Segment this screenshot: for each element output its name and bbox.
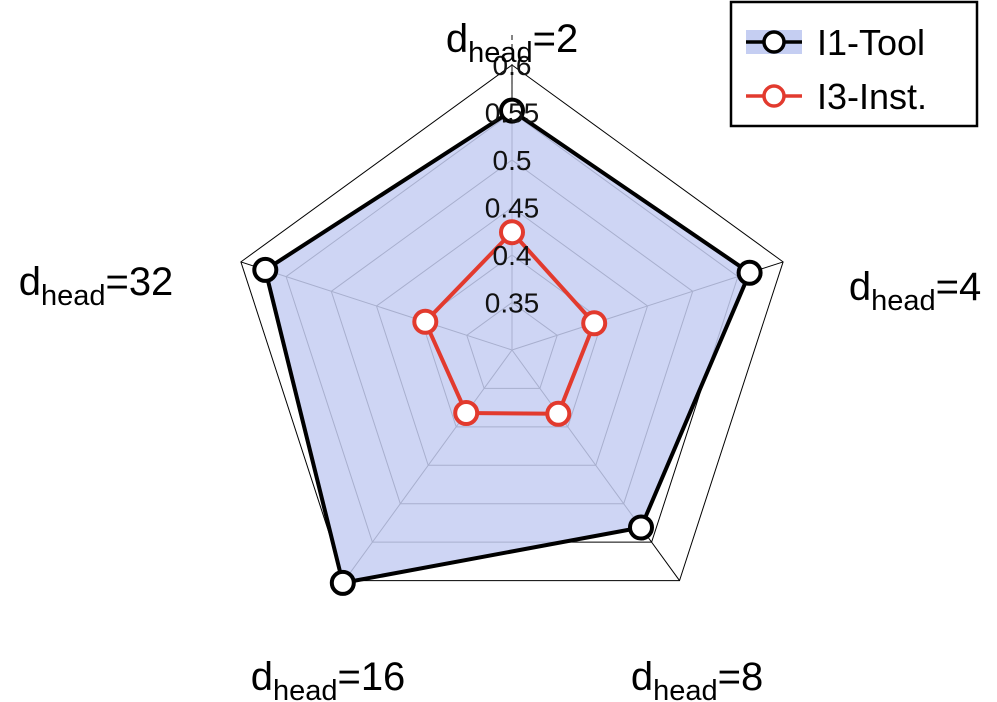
data-point xyxy=(499,219,525,246)
tick-label: 0.35 xyxy=(485,288,540,319)
axis-label: dhead=32 xyxy=(19,260,174,312)
legend-label: I3-Inst. xyxy=(817,76,927,117)
data-point xyxy=(412,308,439,335)
axis-labels: dhead=2 dhead=4 dhead=8 dhead=16 dhead=32 xyxy=(19,17,982,702)
radial-tick-labels: 0.35 0.4 0.45 0.5 0.55 0.6 xyxy=(485,50,540,319)
legend-label: I1-Tool xyxy=(817,22,925,63)
tick-label: 0.5 xyxy=(493,145,532,176)
series-layer xyxy=(252,97,763,596)
series-line xyxy=(423,230,597,416)
series-line xyxy=(263,108,752,585)
legend-marker xyxy=(762,84,786,108)
data-point xyxy=(252,256,279,283)
data-point xyxy=(329,569,356,596)
axis-label: dhead=4 xyxy=(849,265,981,317)
data-point xyxy=(453,400,480,426)
tick-label: 0.6 xyxy=(493,50,532,81)
data-point xyxy=(581,310,608,337)
data-point xyxy=(545,400,572,427)
data-point xyxy=(499,97,525,124)
data-point xyxy=(736,259,763,286)
legend: I1-Tool I3-Inst. xyxy=(729,0,979,128)
axis-label: dhead=16 xyxy=(251,655,406,702)
tick-label: 0.55 xyxy=(485,98,540,129)
series-1 xyxy=(412,219,608,427)
tick-label: 0.4 xyxy=(493,240,532,271)
legend-item-series-0: I1-Tool xyxy=(746,22,925,63)
data-point xyxy=(628,514,654,541)
tick-label: 0.45 xyxy=(485,193,540,224)
grid-ring xyxy=(240,64,784,582)
legend-item-series-1: I3-Inst. xyxy=(746,76,927,117)
axis-label: dhead=2 xyxy=(446,17,578,69)
axis-label: dhead=8 xyxy=(631,655,763,702)
legend-marker xyxy=(762,30,786,54)
series-0 xyxy=(252,97,763,596)
